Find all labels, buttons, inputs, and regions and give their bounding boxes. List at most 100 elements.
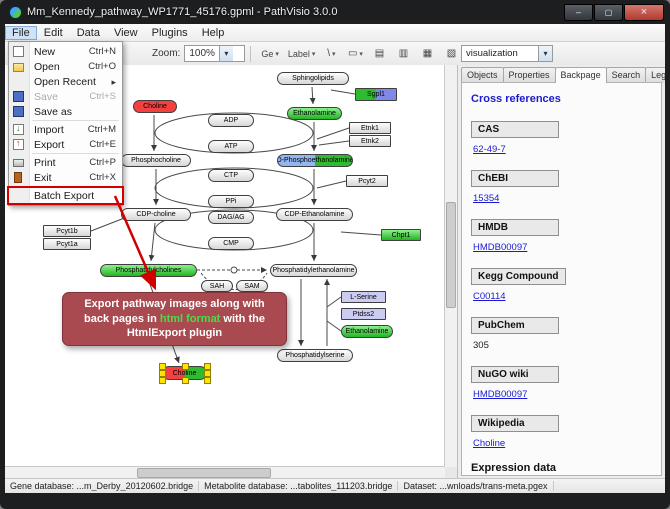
visualization-combobox[interactable]: visualization bbox=[461, 45, 553, 62]
selection-handle[interactable] bbox=[159, 377, 166, 384]
tab-legend[interactable]: Legend bbox=[645, 67, 665, 83]
pathway-node-ppi[interactable]: PPi bbox=[208, 195, 254, 208]
selection-handle[interactable] bbox=[159, 363, 166, 370]
menu-data[interactable]: Data bbox=[76, 26, 100, 39]
pathway-node-pcyt2[interactable]: Pcyt2 bbox=[346, 175, 388, 187]
callout-text-after: with the HtmlExport plugin bbox=[126, 312, 265, 340]
pathway-node-dag-ag[interactable]: DAG/AG bbox=[208, 211, 254, 224]
align-horizontal-tool-button[interactable]: ▤ bbox=[368, 44, 390, 63]
pathway-node-cdp-choline[interactable]: CDP-choline bbox=[121, 208, 191, 221]
pathway-node-adp[interactable]: ADP bbox=[208, 114, 254, 127]
selection-handle[interactable] bbox=[159, 370, 166, 377]
selection-handle[interactable] bbox=[204, 377, 211, 384]
side-panel: ObjectsPropertiesBackpageSearchLegend Cr… bbox=[457, 65, 665, 479]
crossref-link[interactable]: Choline bbox=[473, 438, 506, 449]
zoom-combobox[interactable]: 100% bbox=[184, 45, 246, 62]
pathway-node-phosphatidylethanolamine[interactable]: Phosphatidylethanolamine bbox=[270, 264, 357, 277]
canvas-horizontal-scrollbar[interactable] bbox=[5, 466, 445, 479]
toolbar-separator bbox=[250, 45, 252, 62]
visualization-dropdown-arrow-icon[interactable] bbox=[538, 46, 552, 61]
crossref-section-header: Kegg Compound bbox=[471, 268, 566, 285]
stack-tool-button[interactable]: ▧ bbox=[440, 44, 462, 63]
align-vertical-tool-button[interactable]: ▥ bbox=[392, 44, 414, 63]
pathway-node-ptdss2[interactable]: Ptdss2 bbox=[341, 308, 386, 320]
pathway-node-sphingolipids[interactable]: Sphingolipids bbox=[277, 72, 349, 85]
pathway-node-etnk2[interactable]: Etnk2 bbox=[349, 135, 391, 147]
maximize-button[interactable] bbox=[594, 3, 623, 21]
label-tool-button[interactable]: Label bbox=[284, 44, 319, 63]
pathway-node-pcyt1a[interactable]: Pcyt1a bbox=[43, 238, 91, 250]
shape-tool-button[interactable]: ▭ bbox=[344, 44, 366, 63]
title-bar[interactable]: Mm_Kennedy_pathway_WP1771_45176.gpml - P… bbox=[0, 0, 670, 24]
pathway-node-etnk1[interactable]: Etnk1 bbox=[349, 122, 391, 134]
line-tool-button[interactable]: \ bbox=[320, 44, 342, 63]
pathway-node-sgpl1[interactable]: Sgpl1 bbox=[355, 88, 397, 101]
distribute-tool-button[interactable]: ▦ bbox=[416, 44, 438, 63]
minimize-button[interactable] bbox=[564, 3, 593, 21]
pathway-node-phosphocholine[interactable]: Phosphocholine bbox=[121, 154, 191, 167]
menu-view[interactable]: View bbox=[113, 26, 138, 39]
menu-separator bbox=[32, 120, 119, 121]
menu-file[interactable]: File bbox=[5, 25, 37, 40]
pathway-node-o-phosphoethanolamine[interactable]: O-Phosphoethanolamine bbox=[277, 154, 353, 167]
crossref-section-header: NuGO wiki bbox=[471, 366, 559, 383]
menu-item-batch-export[interactable]: Batch Export bbox=[7, 186, 124, 205]
pathway-node-ethanolamine[interactable]: Ethanolamine bbox=[287, 107, 342, 120]
tab-objects[interactable]: Objects bbox=[461, 67, 504, 83]
close-button[interactable] bbox=[624, 3, 664, 21]
selection-handle[interactable] bbox=[181, 377, 189, 384]
pathway-node-atp[interactable]: ATP bbox=[208, 140, 254, 153]
pathway-node-phosphatidylserine[interactable]: Phosphatidylserine bbox=[277, 349, 353, 362]
tab-properties[interactable]: Properties bbox=[502, 67, 556, 83]
align-horizontal-tool-icon: ▤ bbox=[374, 48, 385, 59]
crossref-link[interactable]: 15354 bbox=[473, 193, 500, 204]
pathway-node-chpt1[interactable]: Chpt1 bbox=[381, 229, 421, 241]
tab-search[interactable]: Search bbox=[605, 67, 647, 83]
status-segment: Metabolite database: ...tabolites_111203… bbox=[199, 481, 399, 491]
pathway-node-pcyt1b[interactable]: Pcyt1b bbox=[43, 225, 91, 237]
shape-tool-icon: ▭ bbox=[347, 48, 358, 59]
distribute-tool-icon: ▦ bbox=[422, 48, 433, 59]
crossref-link[interactable]: HMDB00097 bbox=[473, 389, 528, 400]
pathway-node-sah[interactable]: SAH bbox=[201, 280, 233, 292]
pathway-node-l-serine[interactable]: L-Serine bbox=[341, 291, 386, 303]
tab-backpage[interactable]: Backpage bbox=[554, 67, 607, 83]
menu-plugins[interactable]: Plugins bbox=[151, 26, 188, 39]
open-folder-icon bbox=[13, 63, 24, 72]
pathway-node-sam[interactable]: SAM bbox=[236, 280, 268, 292]
canvas-vertical-scrollbar[interactable] bbox=[444, 65, 457, 467]
scrollbar-thumb[interactable] bbox=[446, 201, 456, 309]
selection-handle[interactable] bbox=[181, 363, 189, 370]
menu-item-open-recent[interactable]: Open Recent bbox=[9, 74, 122, 89]
datanode-tool-button[interactable]: Ge bbox=[257, 44, 282, 63]
selection-handle[interactable] bbox=[204, 370, 211, 377]
pathway-node-phosphatidylcholines[interactable]: Phosphatidylcholines bbox=[100, 264, 197, 277]
crossref-link[interactable]: 62-49-7 bbox=[473, 144, 506, 155]
zoom-dropdown-arrow-icon[interactable] bbox=[218, 46, 233, 61]
menu-item-save-as[interactable]: Save as bbox=[9, 104, 122, 119]
pathway-node-choline[interactable]: Choline bbox=[133, 100, 177, 113]
scrollbar-thumb[interactable] bbox=[137, 468, 271, 478]
selection-handle[interactable] bbox=[204, 363, 211, 370]
pathway-node-ethanolamine[interactable]: Ethanolamine bbox=[341, 325, 393, 338]
menu-help[interactable]: Help bbox=[201, 26, 225, 39]
pathway-node-cdp-ethanolamine[interactable]: CDP-Ethanolamine bbox=[276, 208, 353, 221]
crossref-link[interactable]: C00114 bbox=[473, 291, 506, 302]
print-icon bbox=[13, 159, 24, 167]
crossref-section-header: HMDB bbox=[471, 219, 559, 236]
crossref-link[interactable]: HMDB00097 bbox=[473, 242, 528, 253]
menu-edit[interactable]: Edit bbox=[43, 26, 63, 39]
menu-item-label: Export bbox=[34, 138, 65, 151]
pathway-node-cmp[interactable]: CMP bbox=[208, 237, 254, 250]
pathway-node-ctp[interactable]: CTP bbox=[208, 169, 254, 182]
